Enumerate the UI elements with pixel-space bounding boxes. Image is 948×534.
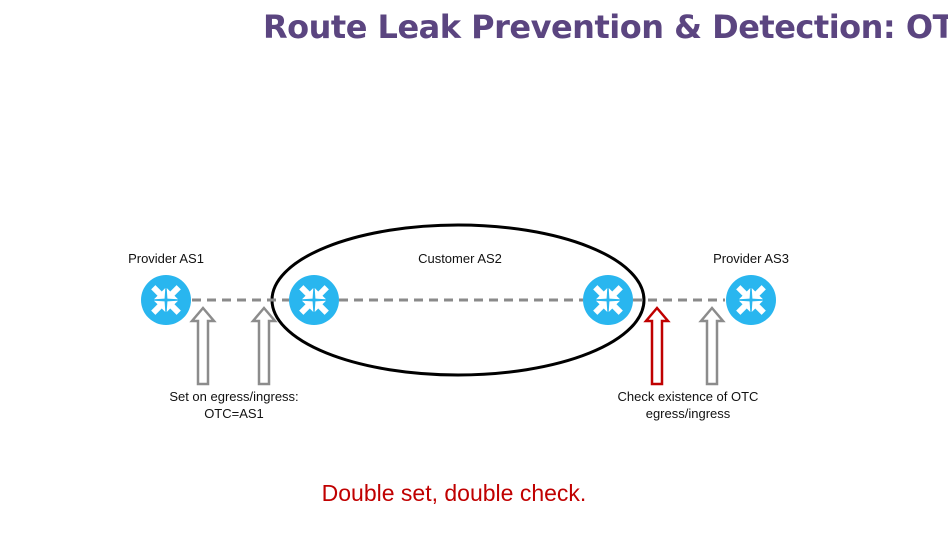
check-annotation-line2: egress/ingress <box>646 406 731 421</box>
tagline: Double set, double check. <box>321 480 587 506</box>
page-title: Route Leak Prevention & Detection: OTC <box>263 8 948 46</box>
up-arrow-icon <box>644 306 670 386</box>
router-icon <box>289 275 339 325</box>
up-arrow-icon <box>251 306 277 386</box>
set-annotation-line1: Set on egress/ingress: <box>169 389 298 404</box>
router-icon <box>141 275 191 325</box>
provider-as3-label: Provider AS3 <box>713 251 789 266</box>
up-arrow-icon <box>190 306 216 386</box>
check-annotation-line1: Check existence of OTC <box>618 389 759 404</box>
router-icon <box>583 275 633 325</box>
customer-as2-label: Customer AS2 <box>418 251 502 266</box>
set-annotation-line2: OTC=AS1 <box>204 406 264 421</box>
router-icon <box>726 275 776 325</box>
provider-as1-label: Provider AS1 <box>128 251 204 266</box>
up-arrow-icon <box>699 306 725 386</box>
